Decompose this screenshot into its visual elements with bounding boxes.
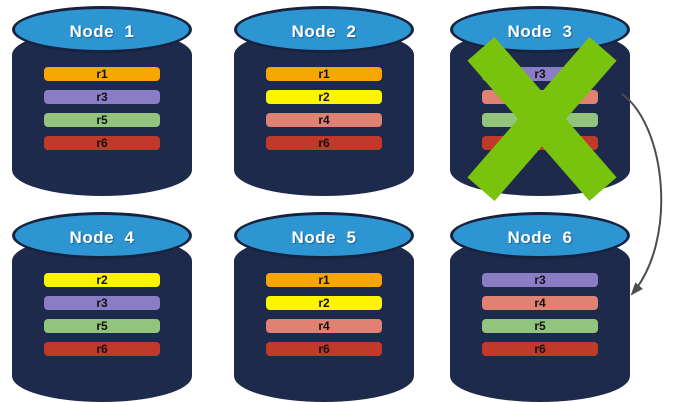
- replica-bar: r4: [266, 113, 382, 127]
- node-6: Node 6 r3 r4 r5 r6: [450, 212, 630, 402]
- replica-label: r2: [318, 296, 330, 310]
- node-3: Node 3 r3 r4 r5 r6: [450, 6, 630, 201]
- replica-label: r5: [96, 319, 108, 333]
- replica-list: r1 r2 r4 r6: [266, 273, 382, 365]
- replica-bar: r3: [482, 273, 598, 287]
- replica-bar: r5: [44, 113, 160, 127]
- replica-bar: r5: [44, 319, 160, 333]
- cylinder-top: Node 5: [234, 212, 414, 259]
- cylinder-top: Node 3: [450, 6, 630, 53]
- node-title: Node 1: [69, 22, 135, 41]
- replica-label: r6: [318, 342, 330, 356]
- failure-x-icon: [467, 37, 617, 201]
- replica-label: r3: [534, 273, 546, 287]
- replica-label: r3: [96, 90, 108, 104]
- replica-bar: r1: [44, 67, 160, 81]
- cylinder-body: [12, 29, 192, 196]
- replica-list: r2 r3 r5 r6: [44, 273, 160, 365]
- node-5: Node 5 r1 r2 r4 r6: [234, 212, 414, 402]
- replica-label: r6: [96, 136, 108, 150]
- node-2: Node 2 r1 r2 r4 r6: [234, 6, 414, 196]
- replica-bar: r3: [44, 296, 160, 310]
- replica-label: r4: [318, 113, 330, 127]
- cylinder-body: [12, 235, 192, 402]
- replica-bar: r3: [44, 90, 160, 104]
- node-title: Node 2: [291, 22, 357, 41]
- replica-label: r1: [318, 67, 330, 81]
- replica-label: r5: [534, 319, 546, 333]
- replica-bar: r2: [266, 90, 382, 104]
- cylinder-body: [450, 235, 630, 402]
- replica-bar: r1: [266, 67, 382, 81]
- replica-label: r2: [96, 273, 108, 287]
- cylinder-top: Node 4: [12, 212, 192, 259]
- replica-label: r6: [534, 342, 546, 356]
- replica-bar: r4: [266, 319, 382, 333]
- replica-list: r3 r4 r5 r6: [482, 273, 598, 365]
- replica-label: r1: [318, 273, 330, 287]
- replica-list: r1 r2 r4 r6: [266, 67, 382, 159]
- replica-bar: r5: [482, 319, 598, 333]
- replica-label: r6: [318, 136, 330, 150]
- replica-label: r4: [318, 319, 330, 333]
- cylinder-top: Node 1: [12, 6, 192, 53]
- replica-label: r1: [96, 67, 108, 81]
- cylinder-body: [234, 29, 414, 196]
- cylinder-body: [234, 235, 414, 402]
- replica-list: r1 r3 r5 r6: [44, 67, 160, 159]
- cylinder-top: Node 2: [234, 6, 414, 53]
- replica-bar: r6: [44, 136, 160, 150]
- replica-bar: r2: [44, 273, 160, 287]
- node-1: Node 1 r1 r3 r5 r6: [12, 6, 192, 196]
- replica-bar: r6: [482, 342, 598, 356]
- node-title: Node 3: [507, 22, 573, 41]
- node-title: Node 4: [69, 228, 135, 247]
- replica-label: r3: [96, 296, 108, 310]
- replica-bar: r6: [266, 136, 382, 150]
- replica-label: r4: [534, 296, 546, 310]
- cylinder-top: Node 6: [450, 212, 630, 259]
- replica-bar: r6: [44, 342, 160, 356]
- replica-label: r3: [534, 67, 546, 81]
- node-title: Node 5: [291, 228, 357, 247]
- node-4: Node 4 r2 r3 r5 r6: [12, 212, 192, 402]
- replica-label: r5: [96, 113, 108, 127]
- replica-bar: r2: [266, 296, 382, 310]
- replica-label: r2: [318, 90, 330, 104]
- replica-bar: r1: [266, 273, 382, 287]
- replica-bar: r6: [266, 342, 382, 356]
- replica-bar: r4: [482, 296, 598, 310]
- replica-label: r6: [96, 342, 108, 356]
- node-title: Node 6: [507, 228, 573, 247]
